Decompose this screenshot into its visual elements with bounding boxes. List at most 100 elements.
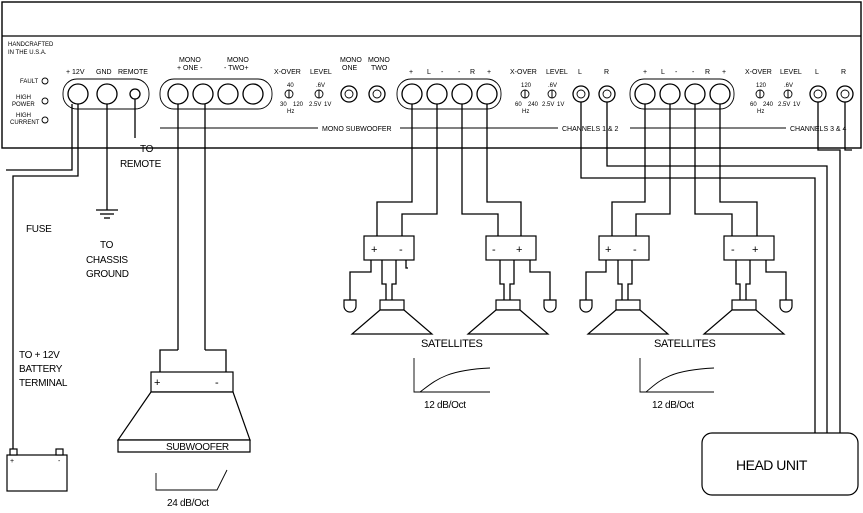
svg-text:R: R (841, 69, 846, 76)
svg-text:.6V: .6V (784, 83, 793, 89)
mono-two-plus[interactable] (242, 83, 264, 105)
made-in-line1: HANDCRAFTED (8, 42, 54, 48)
battery-icon: + - (6, 448, 68, 492)
svg-text:HIGH: HIGH (16, 95, 31, 101)
svg-text:TWO: TWO (371, 65, 388, 72)
indicator-high-power: HIGH POWER (12, 95, 49, 108)
svg-text:LEVEL: LEVEL (310, 69, 332, 76)
svg-text:+: + (516, 244, 522, 256)
svg-text:X-OVER: X-OVER (745, 69, 772, 76)
ch12-controls: X-OVER LEVEL 120 60 240 Hz .6V 2.5V 1V (510, 69, 568, 115)
indicator-high-current: HIGH CURRENT (10, 113, 49, 126)
svg-text:-: - (58, 458, 61, 465)
svg-text:L: L (578, 69, 582, 76)
svg-text:.6V: .6V (548, 83, 557, 89)
svg-text:R: R (705, 69, 710, 76)
svg-text:-: - (731, 244, 735, 256)
svg-text:POWER: POWER (12, 102, 35, 108)
svg-text:+: + (487, 69, 491, 76)
svg-text:60: 60 (515, 102, 522, 108)
svg-text:2.5V: 2.5V (542, 102, 554, 108)
satellites-right-label: SATELLITES (654, 338, 716, 350)
svg-text:+: + (643, 69, 647, 76)
tweeter-icon (579, 299, 593, 313)
svg-text:+: + (409, 69, 413, 76)
svg-text:R: R (470, 69, 475, 76)
mono-rca-inputs: MONO ONE MONO TWO (340, 57, 390, 103)
svg-text:+: + (722, 69, 726, 76)
satellite-woofer-left-1 (350, 299, 434, 335)
satellites-left-label: SATELLITES (421, 338, 483, 350)
svg-text:1V: 1V (793, 102, 800, 108)
svg-text:CURRENT: CURRENT (10, 120, 40, 126)
svg-text:-: - (441, 69, 444, 76)
slope-sat-left-label: 12 dB/Oct (424, 400, 466, 411)
svg-text:120: 120 (521, 83, 532, 89)
terminal-12v-label: + 12V (66, 69, 85, 76)
svg-text:R: R (604, 69, 609, 76)
svg-text:HIGH: HIGH (16, 113, 31, 119)
svg-text:120: 120 (293, 102, 304, 108)
svg-text:LEVEL: LEVEL (780, 69, 802, 76)
rca-mono-two[interactable] (368, 85, 386, 103)
terminal-remote-label: REMOTE (118, 69, 148, 76)
svg-text:2.5V: 2.5V (309, 102, 321, 108)
subwoofer-speaker: + - (116, 371, 251, 453)
svg-text:+: + (605, 244, 611, 256)
to-chassis-label-2: CHASSIS (86, 255, 128, 266)
slope-sat-left-graph (413, 358, 491, 393)
svg-text:240: 240 (528, 102, 539, 108)
to-battery-label-3: TERMINAL (19, 378, 68, 389)
indicator-fault: FAULT (20, 77, 49, 85)
svg-text:120: 120 (756, 83, 767, 89)
svg-text:-: - (399, 244, 403, 256)
slope-sub-graph (155, 469, 228, 491)
mono-controls: X-OVER LEVEL 40 30 120 Hz .6V 2.5V 1V (274, 69, 332, 115)
satellite-woofer-right-2 (702, 299, 786, 335)
slope-sat-right-graph (639, 358, 715, 393)
svg-text:-: - (215, 377, 219, 389)
svg-text:ONE: ONE (342, 65, 358, 72)
to-remote-label-1: TO (140, 144, 154, 155)
svg-text:MONO: MONO (340, 57, 362, 64)
slope-sub-label: 24 dB/Oct (167, 498, 209, 509)
svg-text:+: + (752, 244, 758, 256)
head-unit: HEAD UNIT (701, 432, 859, 496)
svg-text:Hz: Hz (287, 109, 294, 115)
svg-text:MONO: MONO (368, 57, 390, 64)
tweeter-icon (543, 299, 557, 313)
svg-text:240: 240 (763, 102, 774, 108)
to-battery-label-2: BATTERY (19, 364, 63, 375)
svg-text:30: 30 (280, 102, 287, 108)
crossover-left-1: + - (343, 235, 415, 313)
satellite-woofer-right-1 (586, 299, 670, 335)
crossover-right-1: + - (579, 235, 650, 313)
svg-text:+: + (10, 458, 14, 465)
wires (6, 99, 852, 455)
to-battery-label-1: TO + 12V (19, 350, 60, 361)
svg-text:-: - (458, 69, 461, 76)
svg-text:1V: 1V (557, 102, 564, 108)
svg-text:MONO: MONO (227, 57, 249, 64)
amplifier-panel: HANDCRAFTED IN THE U.S.A. FAULT HIGH POW… (1, 1, 862, 149)
rca-mono-one[interactable] (340, 85, 358, 103)
to-chassis-label-1: TO (100, 240, 114, 251)
mono-two-minus[interactable] (217, 83, 239, 105)
svg-text:-: - (675, 69, 678, 76)
mono-speaker-terminals: MONO + ONE - MONO - TWO+ (159, 57, 273, 110)
ch34-speaker-terminals: + L - - R + (629, 69, 735, 110)
slope-sat-right-label: 12 dB/Oct (652, 400, 694, 411)
mono-one-minus[interactable] (192, 83, 214, 105)
svg-text:.6V: .6V (316, 83, 325, 89)
svg-text:X-OVER: X-OVER (510, 69, 537, 76)
svg-text:- TWO+: - TWO+ (224, 65, 249, 72)
to-chassis-label-3: GROUND (86, 269, 129, 280)
ch34-controls: X-OVER LEVEL 120 60 240 Hz .6V 2.5V 1V (745, 69, 802, 115)
svg-text:-: - (692, 69, 695, 76)
svg-text:Hz: Hz (522, 109, 529, 115)
tweeter-icon (779, 299, 793, 313)
crossover-right-2: - + (723, 235, 793, 313)
svg-text:-: - (633, 244, 637, 256)
section-mono-subwoofer: MONO SUBWOOFER (322, 126, 392, 133)
